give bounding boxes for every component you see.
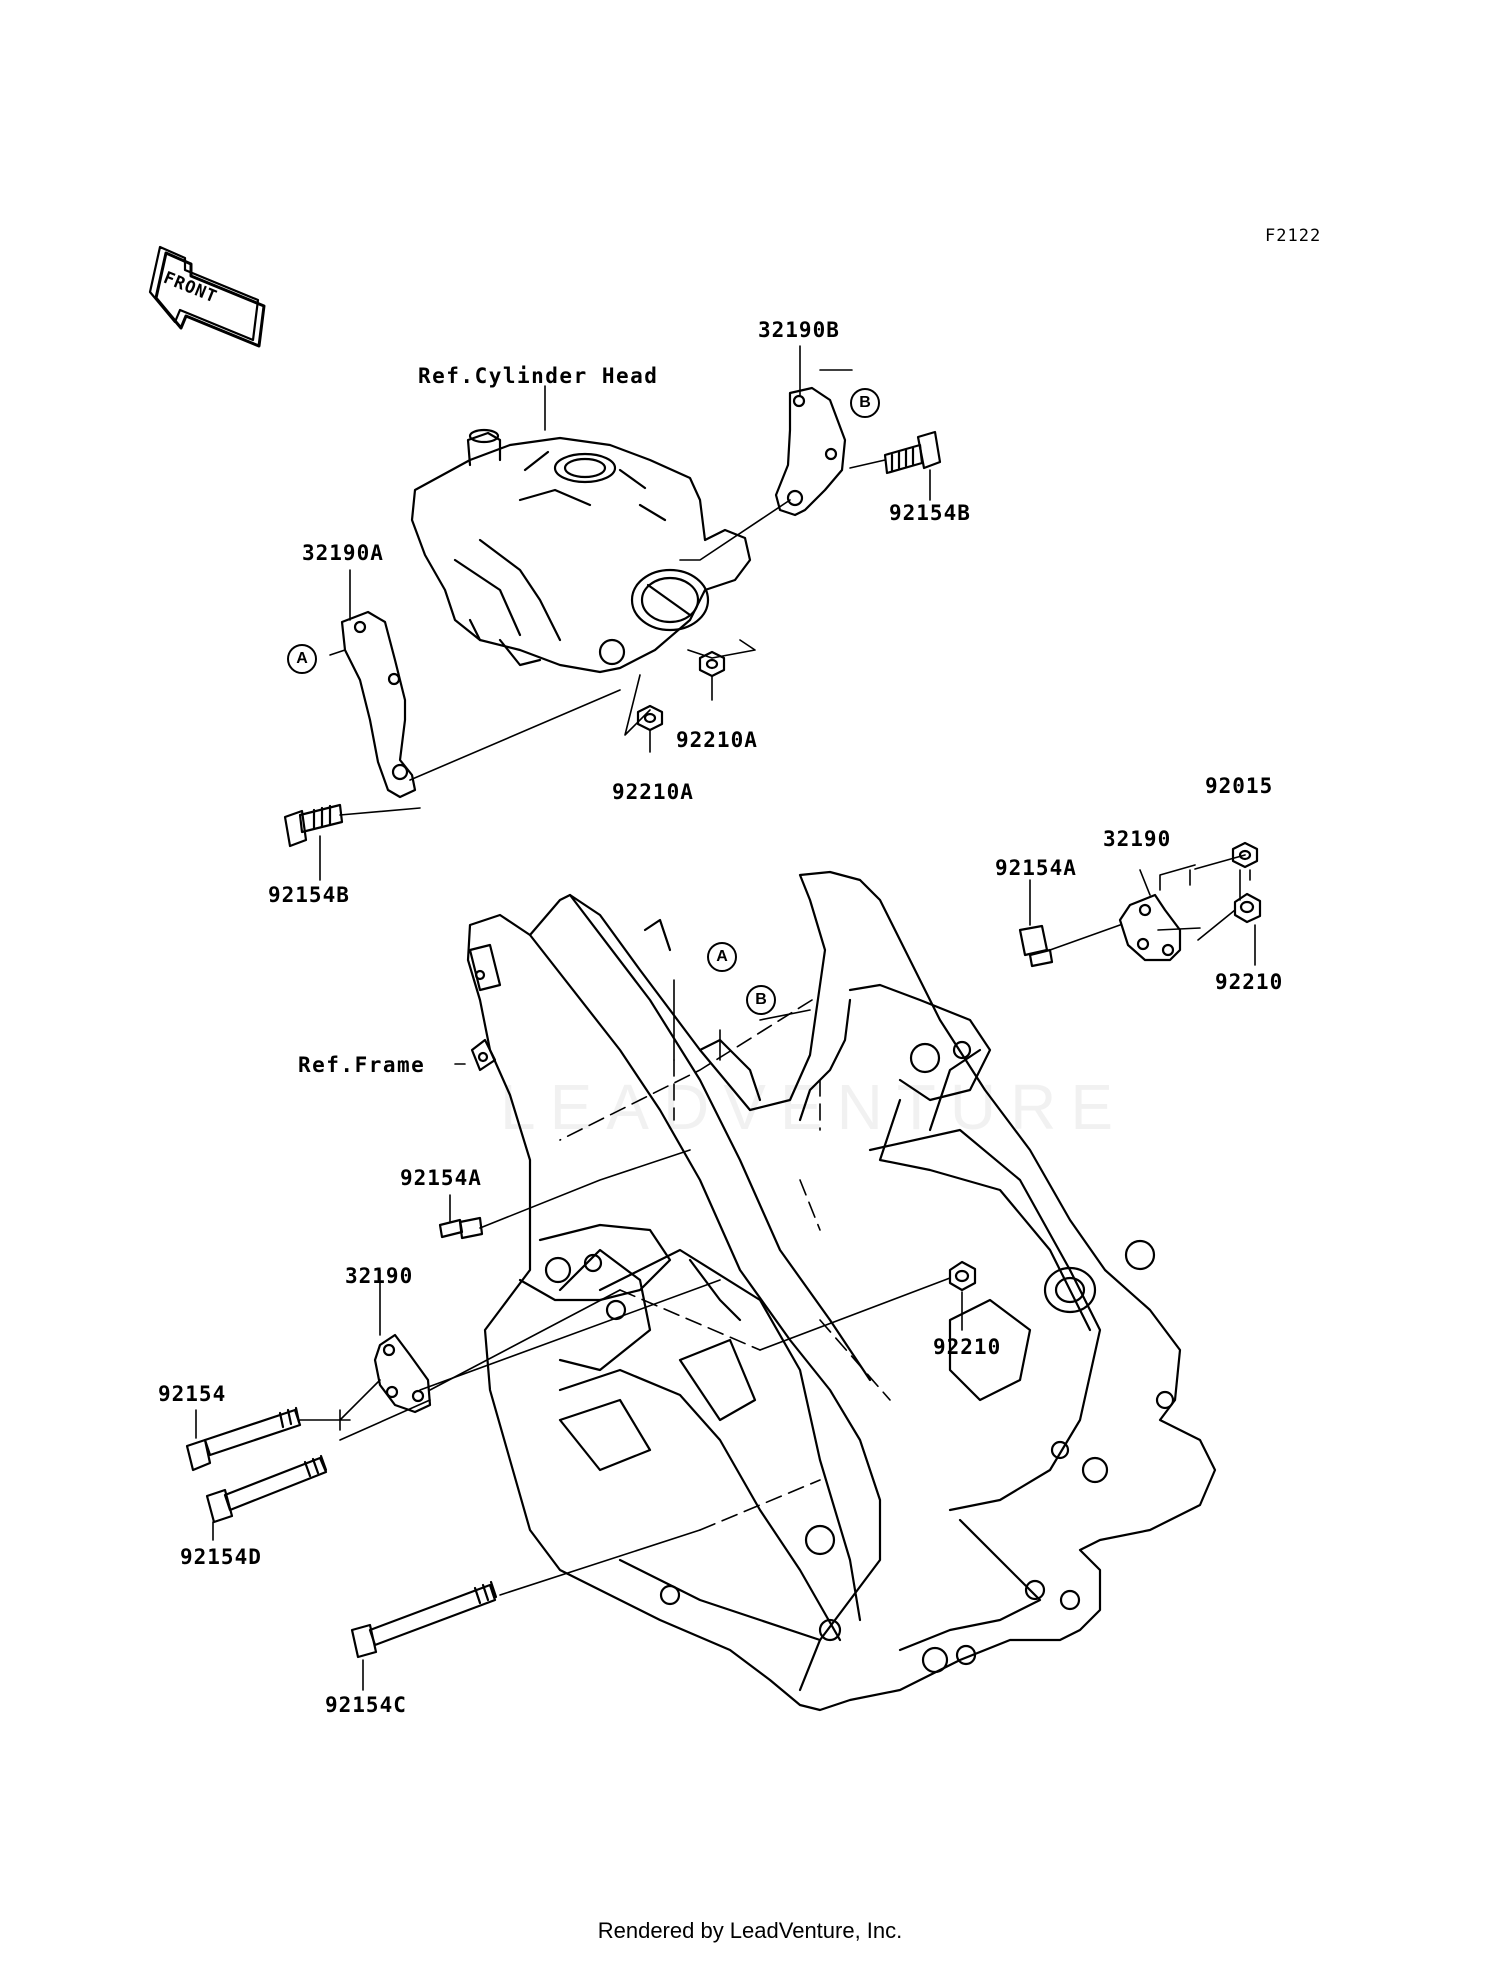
watermark: LEADVENTURE [500, 1071, 1127, 1143]
bolt-92154D-drawing [205, 1454, 328, 1524]
part-label-92210-center: 92210 [933, 1335, 1002, 1359]
part-label-92210-right: 92210 [1215, 970, 1284, 994]
part-label-32190B: 32190B [758, 318, 840, 342]
nut-92015-drawing [1231, 841, 1259, 869]
nut-92210A-right-drawing [698, 650, 726, 678]
nut-92210-center-drawing [948, 1260, 977, 1292]
part-label-92154B-top: 92154B [889, 501, 971, 525]
part-label-92210A-left: 92210A [612, 780, 694, 804]
callout-a-frame: A [707, 942, 737, 972]
frame-ref-label: Ref.Frame [298, 1053, 426, 1077]
leader-lines-bottom [195, 854, 1256, 1691]
part-label-92154A-right: 92154A [995, 856, 1077, 880]
cylinder-head-drawing [410, 428, 752, 674]
bolt-92154B-left-drawing [283, 803, 344, 848]
callout-b-top: B [850, 388, 880, 418]
bolt-92154B-top-drawing [883, 430, 942, 475]
bracket-32190-right-drawing [1118, 893, 1182, 962]
bolt-92154-drawing [185, 1406, 302, 1472]
part-label-32190-right: 32190 [1103, 827, 1172, 851]
part-label-92154D: 92154D [180, 1545, 262, 1569]
nut-92210-right-drawing [1233, 892, 1262, 924]
part-label-92154B-left: 92154B [268, 883, 350, 907]
bracket-32190A-drawing [340, 610, 417, 799]
part-label-92210A-right: 92210A [676, 728, 758, 752]
callout-a-left: A [287, 644, 317, 674]
cylinder-head-ref-label: Ref.Cylinder Head [418, 364, 659, 388]
part-label-92015: 92015 [1205, 774, 1274, 798]
leader-lines-top [319, 345, 931, 881]
bracket-32190B-drawing [774, 386, 847, 517]
diagram-code: F2122 [1265, 226, 1322, 246]
part-label-92154: 92154 [158, 1382, 227, 1406]
frame-drawing [466, 870, 1217, 1712]
bracket-32190-left-drawing [373, 1333, 432, 1414]
front-arrow-icon [148, 245, 266, 348]
part-label-92154A-left: 92154A [400, 1166, 482, 1190]
part-label-32190A: 32190A [302, 541, 384, 565]
dashed-lines [559, 999, 891, 1531]
bolt-92154A-right-drawing [1018, 924, 1054, 968]
footer-credit: Rendered by LeadVenture, Inc. [597, 1918, 903, 1943]
nut-92210A-left-drawing [636, 704, 664, 732]
bolt-92154A-left-drawing [438, 1216, 484, 1240]
part-label-32190-left: 32190 [345, 1264, 414, 1288]
bolt-92154C-drawing [350, 1580, 498, 1659]
callout-b-frame: B [746, 985, 776, 1015]
part-label-92154C: 92154C [325, 1693, 407, 1717]
